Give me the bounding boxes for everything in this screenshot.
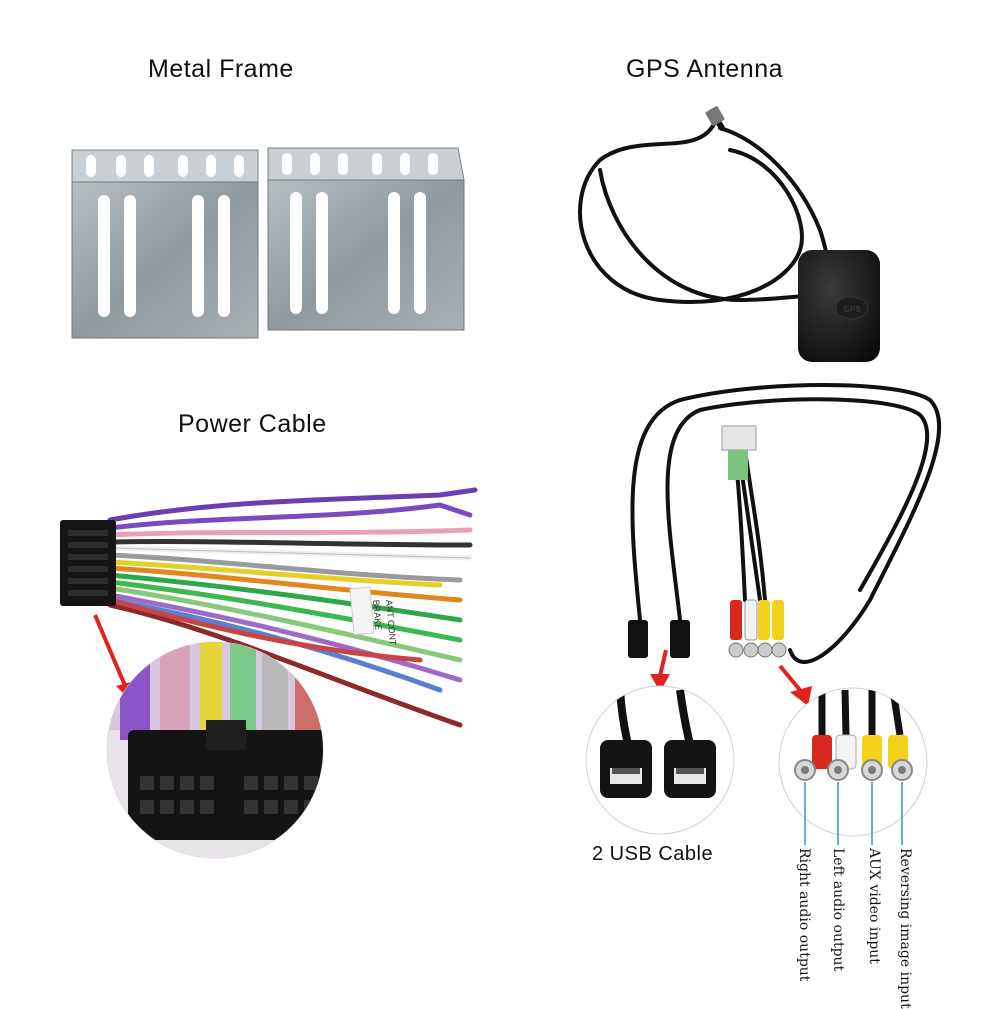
usb-cable-caption: 2 USB Cable <box>592 843 714 865</box>
rca-closeup <box>778 687 928 837</box>
power-cable-caption: Power Cable <box>178 410 327 438</box>
metal-frame-left <box>71 149 259 339</box>
harness-tag-1 <box>349 586 375 636</box>
harness-connector <box>60 520 116 606</box>
metal-frame-right <box>267 147 465 331</box>
connector-pins <box>68 530 108 596</box>
rca-plugs <box>728 599 787 658</box>
usb-closeup <box>585 685 735 835</box>
power-harness-wires <box>107 487 478 728</box>
antenna-connector <box>705 106 725 126</box>
reversing-image-label: Reversing image input <box>897 848 913 1009</box>
connector-closeup <box>106 641 324 859</box>
gps-antenna-caption: GPS Antenna <box>626 55 784 83</box>
harness-tag-brake: BRAKE <box>371 599 384 630</box>
harness-tag-antcont: ANT CONT <box>384 599 398 646</box>
gps-antenna <box>578 109 837 304</box>
aux-video-label: AUX video input <box>866 848 882 964</box>
right-audio-label: Right audio output <box>796 848 812 982</box>
multi-pin-plug <box>721 425 757 480</box>
metal-frame-caption: Metal Frame <box>148 55 294 83</box>
antenna-mark: GPS <box>844 305 861 314</box>
usb-plug-1 <box>628 620 648 658</box>
usb-plug-2 <box>670 620 690 658</box>
usb-rca-cable <box>630 383 942 664</box>
left-audio-label: Left audio output <box>830 848 846 972</box>
antenna-logo <box>835 296 869 320</box>
usb-zoom-arrow <box>650 649 670 692</box>
rca-zoom-arrow <box>778 664 812 706</box>
rca-leader-lines <box>804 782 903 845</box>
